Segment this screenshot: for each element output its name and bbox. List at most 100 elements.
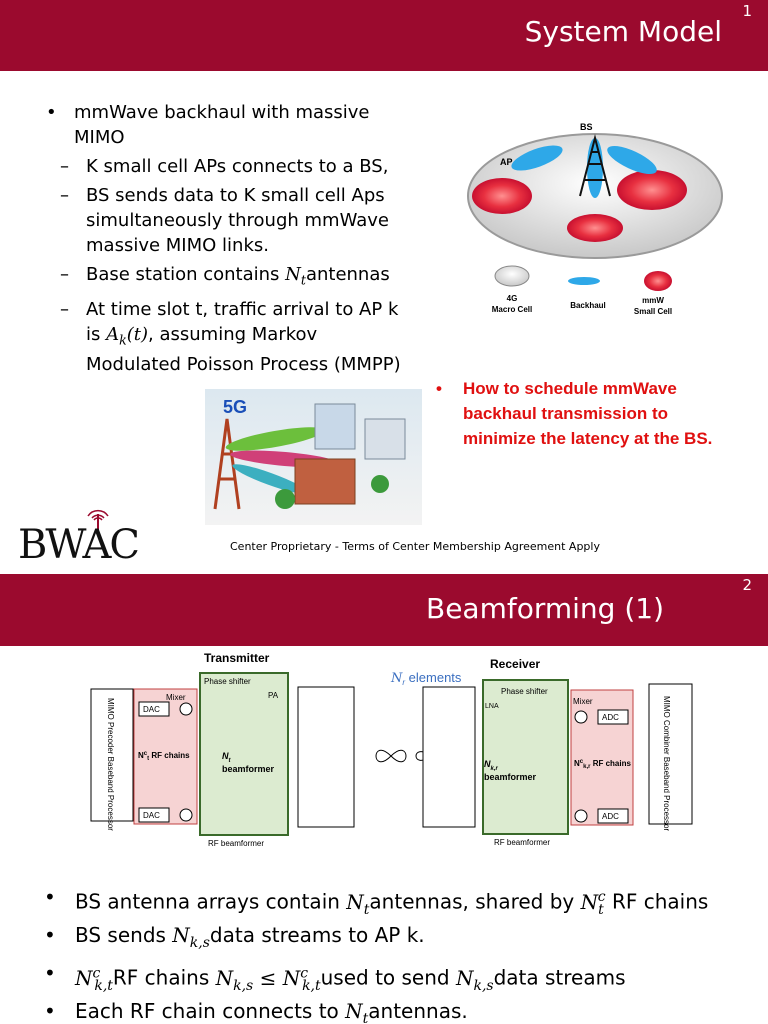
phase-shifter-label: Phase shifter (501, 687, 548, 696)
nr-elements-label: Nr elements (390, 670, 462, 687)
dac-box (138, 807, 170, 823)
bullet-text: RF chains (112, 965, 216, 990)
sub-bullet-text: BS sends data to K small cell Aps simult… (86, 185, 389, 256)
building-icon (364, 418, 406, 460)
question-bullet: How to schedule mmWave backhaul transmis… (436, 376, 736, 451)
bullet-list: BS antenna arrays contain Ntantennas, sh… (44, 884, 708, 1024)
small-cell-shape (617, 170, 687, 210)
dac-label: DAC (143, 705, 160, 714)
combiner-box (648, 683, 693, 825)
lna-label: LNA (485, 703, 499, 710)
adc-label: ADC (602, 812, 619, 821)
sub-bullet-item: –Base station contains Ntantennas (60, 264, 390, 288)
bullet-item: Each RF chain connects to Ntantennas. (44, 998, 708, 1024)
math-nt: Nt (285, 264, 306, 288)
network-figure: BS AP 4G Macro Cell Backhaul mmW Small C… (467, 122, 723, 316)
bullet-text: antennas. (368, 999, 468, 1023)
math-ntc: Ntc (580, 889, 606, 918)
bs-label: BS (580, 122, 593, 132)
legend-label: mmW (642, 296, 664, 305)
math-nt: Nt (346, 889, 370, 918)
sub-bullet-text: , assuming Markov Modulated Poisson Proc… (86, 323, 401, 376)
transmitter-label: Transmitter (204, 651, 270, 665)
dac-label: DAC (143, 811, 160, 820)
bullet-item: Nck,tRF chains Nk,s ≤ Nck,tused to send … (44, 960, 708, 998)
antenna-waves-icon (87, 509, 109, 532)
receiver-label: Receiver (490, 657, 540, 671)
title-bar: Beamforming (1) 2 (0, 574, 768, 646)
beamforming-diagram: Transmitter MIMO Precoder Baseband Proce… (90, 651, 693, 848)
ap-label: AP (500, 157, 513, 167)
title-bar: System Model 1 (0, 0, 768, 71)
precoder-label: MIMO Precoder Baseband Processor (106, 698, 115, 831)
math-akt: Ak(t) (106, 323, 149, 348)
tower-icon (579, 134, 611, 197)
small-cell-shape (472, 178, 532, 214)
beam-lobe-icon (375, 749, 407, 763)
rf-chains-label: Nct RF chains (138, 751, 190, 762)
adc-box (597, 808, 629, 824)
adc-label: ADC (602, 713, 619, 722)
bwac-logo: BWAC (18, 508, 140, 566)
beamformer-label: beamformer (222, 764, 275, 774)
adc-box (597, 709, 629, 725)
math-nks: Nk,s (172, 923, 210, 951)
slide-system-model: System Model 1 mmWave backhaul with mass… (0, 0, 768, 566)
sub-bullet-item: –At time slot t, traffic arrival to AP k… (60, 298, 401, 376)
math-nktc: Nck,t (75, 965, 113, 994)
building-icon (314, 403, 356, 450)
bullet-item: mmWave backhaul with massive MIMO (46, 100, 406, 150)
beam-shape (232, 464, 308, 494)
footer-text: Center Proprietary - Terms of Center Mem… (230, 540, 600, 553)
sub-bullet-text: antennas (305, 264, 390, 285)
mixer-label: Mixer (166, 693, 186, 702)
beamformer-box (482, 679, 569, 835)
logo-text: BWAC (18, 522, 140, 566)
legend-label: Backhaul (570, 301, 606, 310)
bullet-item: BS antenna arrays contain Ntantennas, sh… (44, 884, 708, 922)
5g-label: 5G (223, 397, 247, 417)
beam-shape (225, 427, 325, 451)
tree-icon (275, 489, 295, 509)
legend-smallcell-icon (644, 271, 672, 291)
phase-shifter-label: Phase shifter (204, 677, 251, 686)
math-inequality: Nk,s ≤ Nck,t (215, 965, 321, 994)
slide-number: 2 (742, 576, 752, 594)
bullet-text: used to send (320, 965, 456, 990)
pa-label: PA (268, 691, 279, 700)
bullet-text: Each RF chain connects to (75, 999, 346, 1023)
bullet-list: mmWave backhaul with massive MIMO –K sma… (46, 100, 406, 377)
slide-title: Beamforming (1) (425, 592, 664, 625)
beamformer-label: beamformer (484, 772, 537, 782)
bullet-item: BS sends Nk,sdata streams to AP k. (44, 922, 708, 960)
sub-bullet-item: –K small cell APs connects to a BS, (60, 156, 389, 177)
sub-bullet-item: –BS sends data to K small cell Aps simul… (60, 185, 389, 256)
bullet-text: RF chains (611, 889, 709, 914)
small-cell-shape (567, 214, 623, 242)
sub-bullet-text: K small cell APs connects to a BS, (86, 156, 389, 177)
legend-label: 4G (507, 294, 518, 303)
rf-beamformer-label: RF beamformer (494, 838, 550, 847)
rf-chains-label: Nck,r RF chains (574, 759, 631, 770)
backhaul-beam (587, 138, 603, 198)
mixer-icon (179, 808, 193, 822)
dac-box (138, 701, 170, 717)
sub-bullet-text: Base station contains (86, 264, 286, 285)
slide-beamforming: Beamforming (1) 2 Transmitter MIMO Preco… (0, 574, 768, 1024)
beamformer-box (199, 672, 289, 836)
math-nks: Nk,s (455, 965, 494, 994)
mixer-icon (574, 710, 588, 724)
bullet-text: data streams to AP k. (209, 923, 425, 947)
bullet-text: data streams (493, 965, 626, 990)
5g-illustration: 5G (205, 389, 422, 525)
slide-separator (0, 566, 768, 574)
mixer-label: Mixer (573, 697, 593, 706)
math-nt: Nt (345, 999, 369, 1024)
legend-label: Small Cell (634, 307, 672, 316)
bullet-text: BS sends (75, 923, 173, 947)
slide-number: 1 (742, 2, 752, 20)
mixer-icon (179, 702, 193, 716)
nt-label: Nt (222, 751, 232, 764)
slide-title: System Model (524, 15, 722, 48)
bullet-text: BS antenna arrays contain (75, 889, 347, 914)
